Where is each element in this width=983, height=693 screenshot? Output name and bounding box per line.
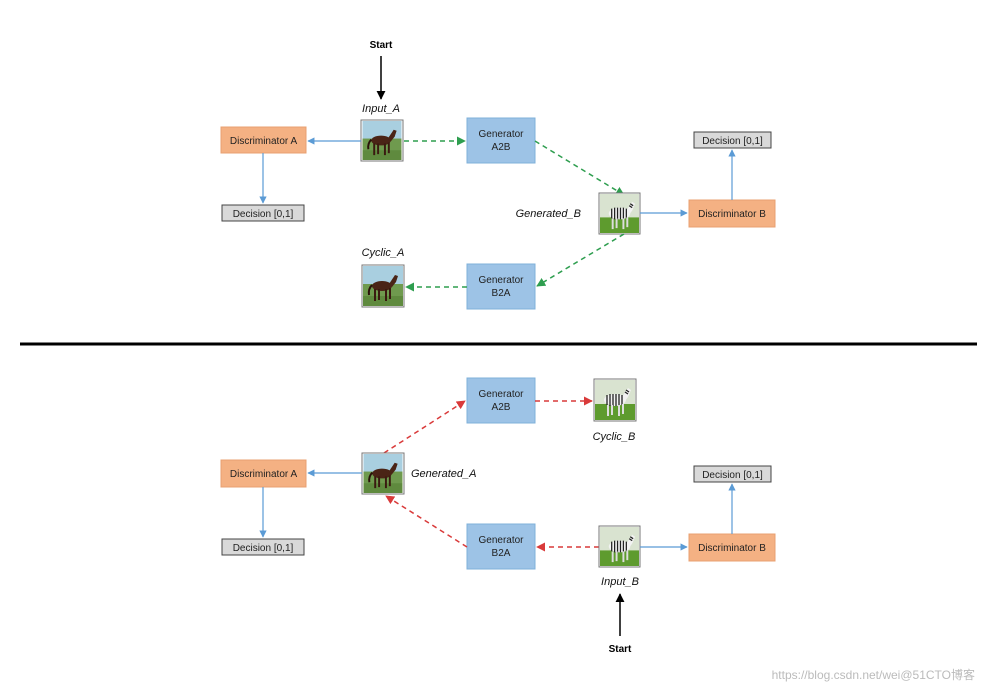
discriminator-a-box-top	[220, 126, 307, 154]
discriminator-a-box-bottom	[220, 459, 307, 488]
decision-label-a-bottom: Decision [0,1]	[233, 543, 294, 554]
arrow-gen-b2a-to-generated-a	[385, 495, 468, 548]
cyclic-a-label: Cyclic_A	[362, 247, 405, 259]
arrow-generated-a-to-gen-a2b	[383, 400, 466, 454]
input-a-label: Input_A	[362, 103, 400, 115]
discriminator-b-box-bottom	[688, 533, 776, 562]
generated-a-image	[361, 452, 405, 495]
zebra-image-icon	[595, 380, 635, 420]
generator-a2b-box-top	[466, 117, 536, 164]
generator-label-b2a-bottom: Generator	[478, 535, 524, 546]
input-b-label: Input_B	[601, 576, 639, 588]
discriminator-a-label-top: Discriminator A	[230, 136, 298, 147]
a2b-label-bottom: A2B	[492, 402, 511, 413]
generator-b2a-box-top	[466, 263, 536, 310]
generator-b2a-box-bottom	[466, 523, 536, 570]
decision-label-a-top: Decision [0,1]	[233, 209, 294, 220]
generated-b-label: Generated_B	[516, 208, 581, 220]
b2a-label-bottom: B2A	[492, 548, 511, 559]
decision-box-b-top	[693, 131, 772, 149]
generated-a-label: Generated_A	[411, 468, 476, 480]
generated-b-image	[598, 192, 641, 235]
horse-image-icon	[362, 121, 402, 160]
watermark-text: https://blog.csdn.net/wei@51CTO博客	[772, 667, 975, 682]
input-b-image	[598, 525, 641, 568]
decision-box-a-top	[221, 204, 305, 222]
horse-image-icon	[363, 266, 403, 306]
input-a-image	[360, 119, 404, 162]
arrow-generated-b-to-gen-b2a	[536, 233, 625, 287]
decision-box-b-bottom	[693, 465, 772, 483]
horse-image-icon	[363, 454, 403, 493]
zebra-image-icon	[600, 194, 639, 233]
generator-label-a2b-bottom: Generator	[478, 389, 524, 400]
cyclic-a-image	[361, 264, 405, 308]
generator-a2b-box-bottom	[466, 377, 536, 424]
start-label-top: Start	[370, 40, 393, 51]
cyclic-b-image	[593, 378, 637, 422]
discriminator-b-label-bottom: Discriminator B	[698, 543, 766, 554]
discriminator-a-label-bottom: Discriminator A	[230, 469, 298, 480]
generator-label-a2b-top: Generator	[478, 129, 524, 140]
zebra-image-icon	[600, 527, 639, 566]
generator-label-b2a-top: Generator	[478, 275, 524, 286]
decision-label-b-bottom: Decision [0,1]	[702, 470, 763, 481]
a2b-label-top: A2B	[492, 142, 511, 153]
decision-label-b-top: Decision [0,1]	[702, 136, 763, 147]
arrow-gen-a2b-to-generated-b	[534, 140, 625, 196]
b2a-label-top: B2A	[492, 288, 511, 299]
cyclic-b-label: Cyclic_B	[593, 431, 636, 443]
discriminator-b-label-top: Discriminator B	[698, 209, 766, 220]
start-label-bottom: Start	[609, 644, 632, 655]
decision-box-a-bottom	[221, 538, 305, 556]
